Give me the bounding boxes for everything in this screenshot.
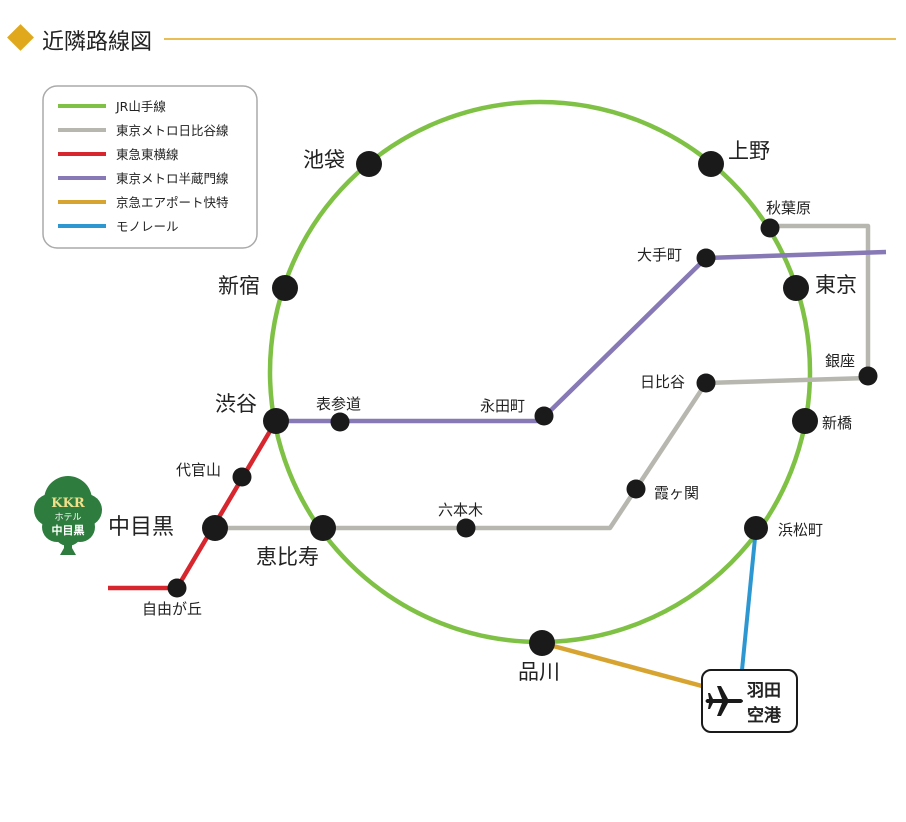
label-shinagawa: 品川 (518, 660, 560, 684)
legend: JR山手線 東京メトロ日比谷線 東急東横線 東京メトロ半蔵門線 京急エアポート快… (42, 85, 258, 249)
station-nakameguro (202, 515, 228, 541)
label-shinjuku: 新宿 (218, 274, 260, 298)
legend-box (42, 85, 258, 249)
label-omotesando: 表参道 (316, 395, 361, 413)
label-nagatacho: 永田町 (480, 397, 525, 415)
station-kasumigaseki (626, 479, 646, 499)
label-otemachi: 大手町 (637, 246, 682, 264)
label-kasumigaseki: 霞ヶ関 (654, 484, 699, 502)
hotel-name: 中目黒 (52, 523, 85, 537)
label-ebisu: 恵比寿 (256, 545, 319, 569)
page-title: 近隣路線図 (42, 30, 152, 55)
label-ikebukuro: 池袋 (303, 148, 345, 172)
hotel-logo: KKR ホテル 中目黒 (34, 476, 102, 555)
legend-item-hanzomon: 東京メトロ半蔵門線 (58, 171, 229, 186)
station-omotesando (330, 412, 350, 432)
label-shibuya: 渋谷 (215, 392, 257, 416)
line-hibiya (215, 223, 871, 531)
label-jiyugaoka: 自由が丘 (142, 600, 202, 618)
station-hamamatsucho (744, 516, 768, 540)
station-labels: 池袋 上野 秋葉原 大手町 東京 新宿 銀座 日比谷 渋谷 表参道 永田町 新橋… (108, 139, 857, 684)
station-shinjuku (272, 275, 298, 301)
label-ueno: 上野 (728, 139, 770, 163)
hotel-brand: KKR (51, 496, 85, 511)
header: 近隣路線図 (7, 24, 896, 55)
legend-label: モノレール (116, 219, 179, 234)
legend-item-monorail: モノレール (58, 219, 179, 234)
line-yamanote (267, 99, 813, 645)
airport-box: 羽田 空港 (701, 669, 798, 733)
line-monorail (740, 527, 758, 671)
station-nagatacho (534, 406, 554, 426)
legend-label: 京急エアポート快特 (116, 195, 229, 210)
line-toyoko (108, 419, 278, 591)
station-hibiya (696, 373, 716, 393)
station-ginza (858, 366, 878, 386)
diamond-icon (7, 24, 34, 51)
station-tokyo (783, 275, 809, 301)
legend-item-yamanote: JR山手線 (58, 99, 166, 114)
legend-label: 東急東横線 (116, 147, 179, 162)
hotel-type: ホテル (54, 512, 81, 523)
label-daikanyama: 代官山 (176, 461, 221, 479)
airport-name-line1: 羽田 (747, 681, 781, 701)
station-akihabara (760, 218, 780, 238)
legend-label: 東京メトロ日比谷線 (116, 123, 229, 138)
stations (167, 151, 878, 656)
station-ueno (698, 151, 724, 177)
legend-item-airport-express: 京急エアポート快特 (58, 195, 229, 210)
label-shinbashi: 新橋 (822, 414, 852, 432)
label-tokyo: 東京 (815, 273, 857, 297)
legend-label: 東京メトロ半蔵門線 (116, 171, 229, 186)
station-ebisu (310, 515, 336, 541)
label-hamamatsucho: 浜松町 (778, 521, 823, 539)
label-akihabara: 秋葉原 (766, 199, 811, 217)
label-hibiya: 日比谷 (640, 373, 685, 391)
tree-logo-icon (34, 476, 102, 555)
station-shinagawa (529, 630, 555, 656)
airport-frame (701, 669, 798, 733)
airplane-icon (705, 686, 743, 716)
label-nakameguro: 中目黒 (108, 515, 174, 540)
legend-item-hibiya: 東京メトロ日比谷線 (58, 123, 229, 138)
station-shinbashi (792, 408, 818, 434)
label-roppongi: 六本木 (438, 501, 483, 519)
legend-label: JR山手線 (115, 99, 166, 114)
station-shibuya (263, 408, 289, 434)
station-jiyugaoka (167, 578, 187, 598)
label-ginza: 銀座 (825, 352, 855, 370)
legend-item-toyoko: 東急東横線 (58, 147, 179, 162)
station-otemachi (696, 248, 716, 268)
station-daikanyama (232, 467, 252, 487)
station-roppongi (456, 518, 476, 538)
line-airport-express (541, 640, 703, 689)
airport-name-line2: 空港 (747, 705, 782, 726)
station-ikebukuro (356, 151, 382, 177)
